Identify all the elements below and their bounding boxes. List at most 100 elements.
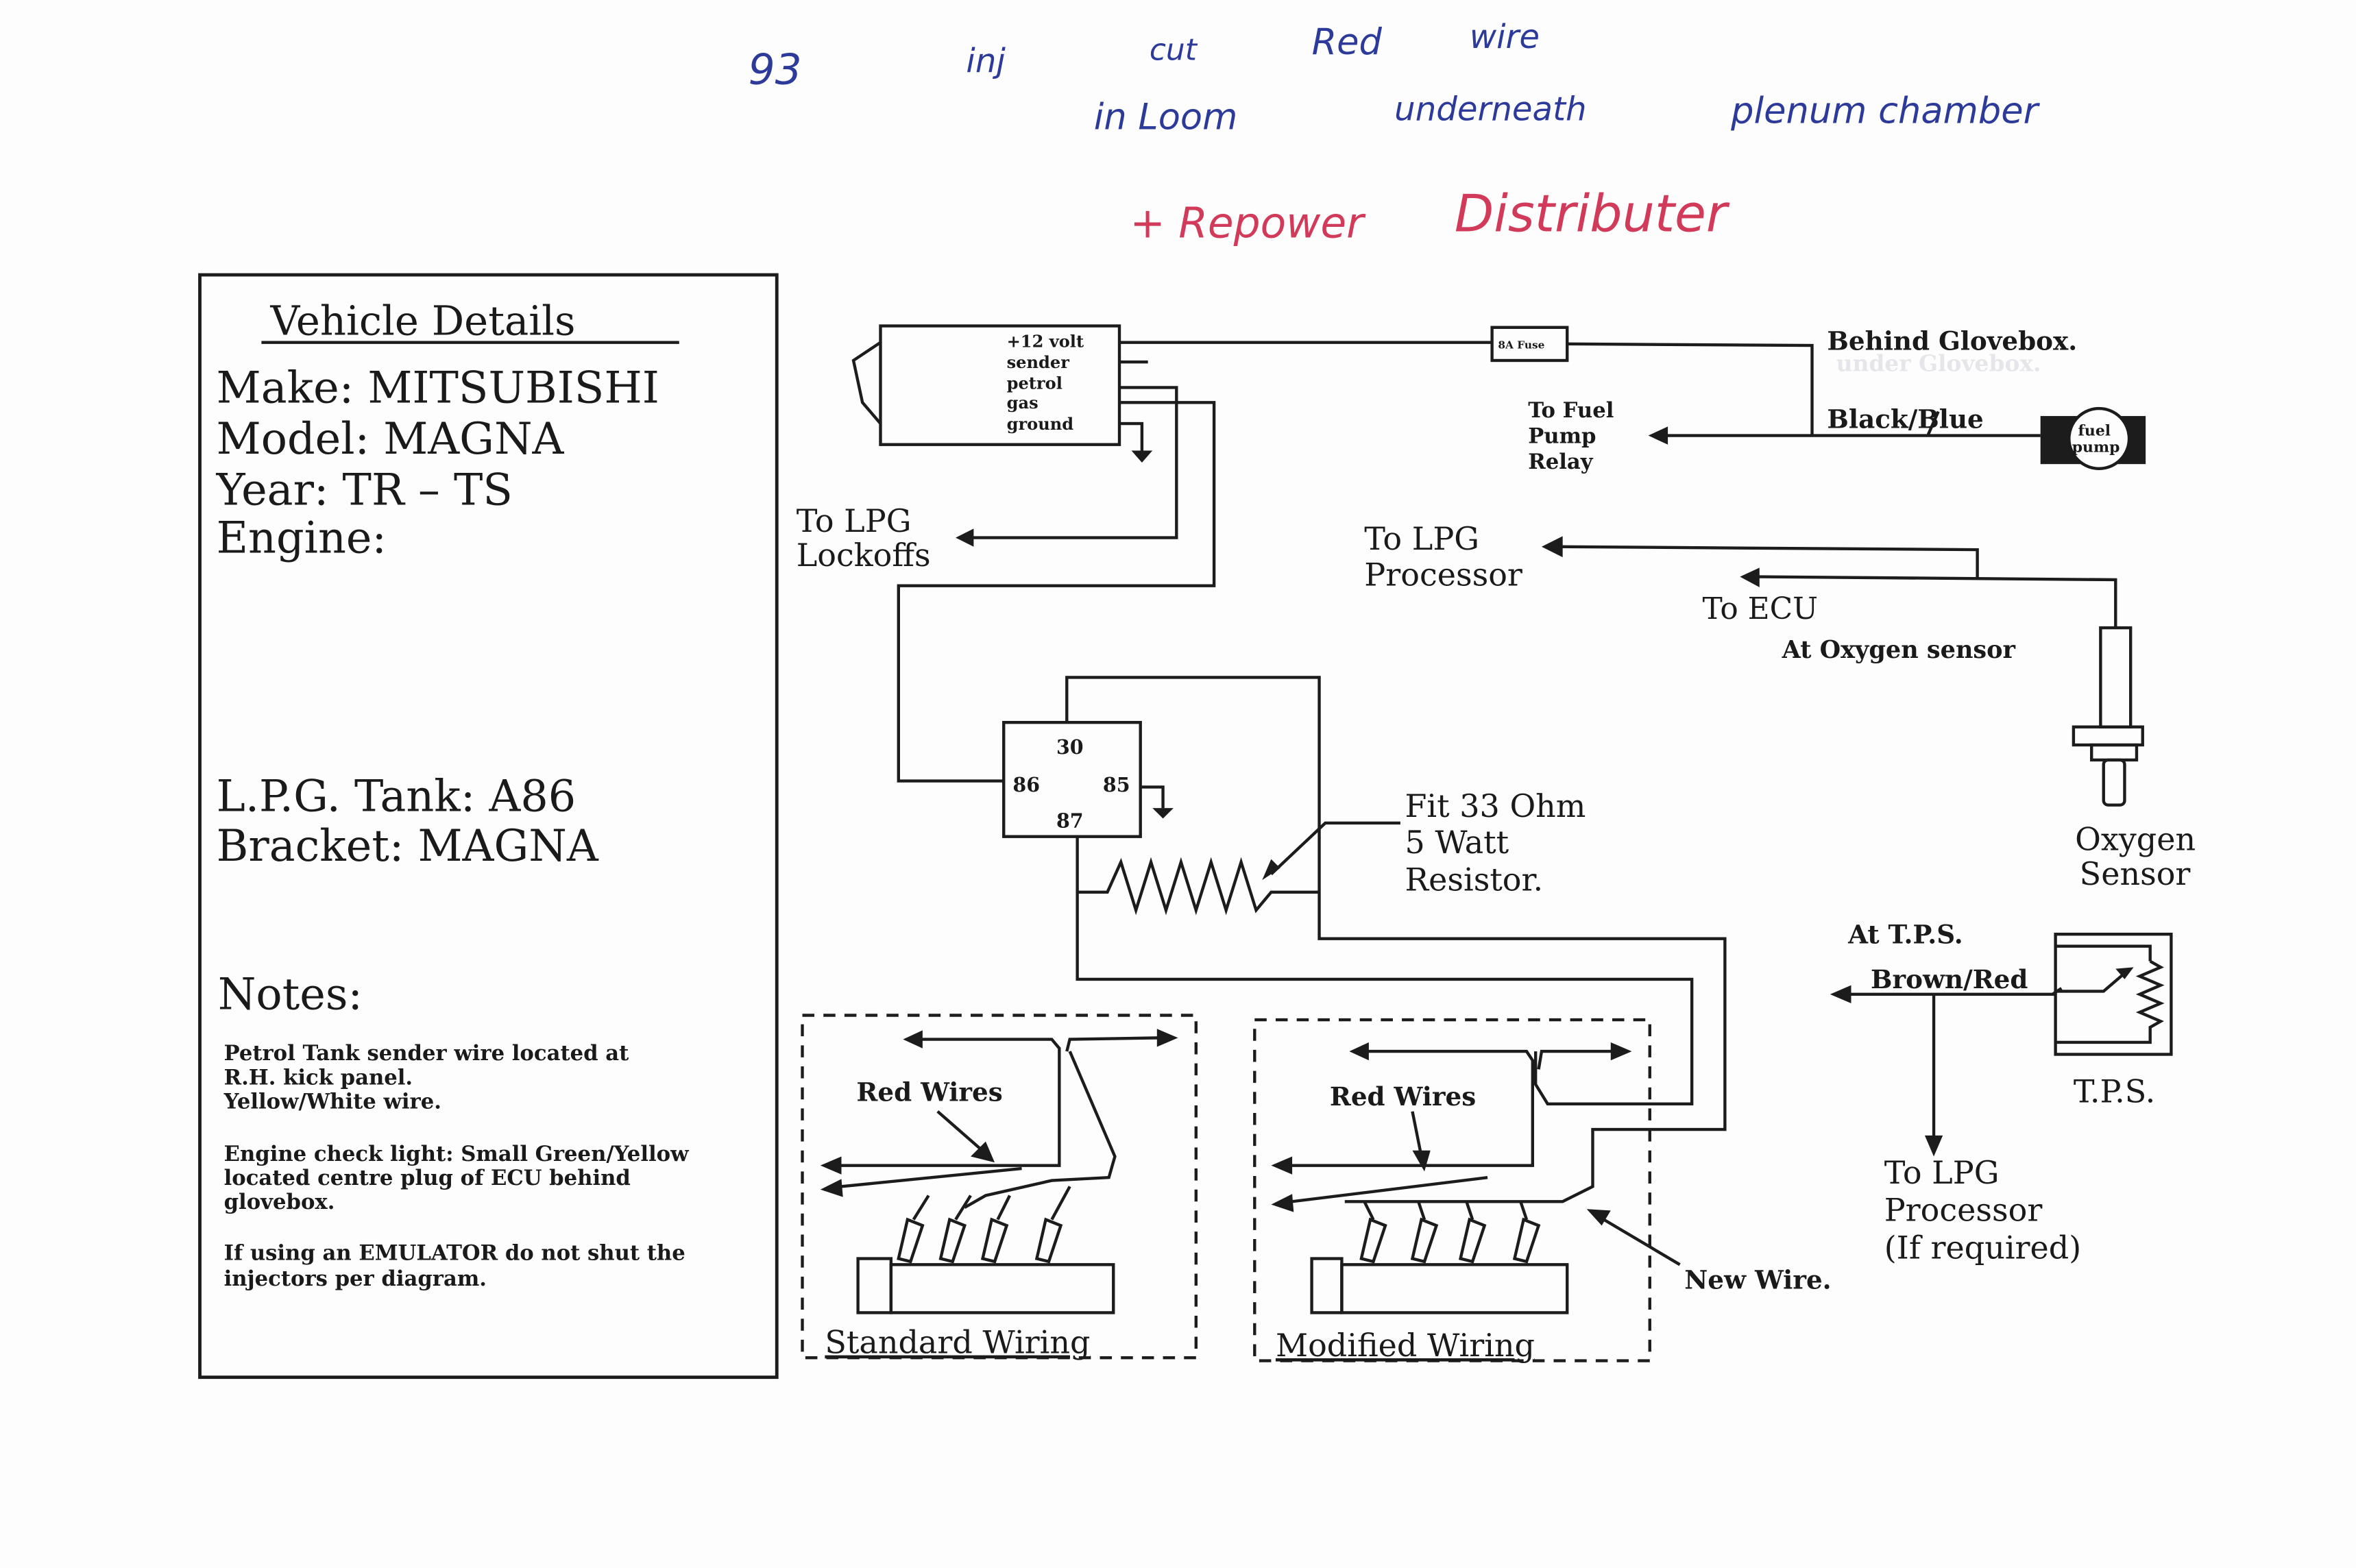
relay: 30 86 85 87 [1002, 676, 1727, 1203]
hand-note-red: Red [1312, 21, 1383, 63]
std-arrow-left-top [903, 1030, 923, 1049]
wire-relay-87-to-red-wires [1076, 836, 1694, 1105]
injector-icon [1512, 1217, 1541, 1264]
new-wire-pointer-head [1586, 1209, 1611, 1226]
note-2-line-3: glovebox. [224, 1190, 335, 1214]
mod-pointer [1411, 1111, 1423, 1157]
injector-icon [897, 1217, 925, 1264]
wire-petrol-to-lockoffs [969, 386, 1178, 539]
std-pointer-head [971, 1141, 995, 1163]
injector-icon [1034, 1217, 1063, 1264]
wire-o2-to-ecu [1758, 575, 2117, 628]
fuse-circuit: 8A Fuse under Glovebox. Behind Glovebox.… [1490, 326, 2146, 474]
relay-85-ground-wire [1140, 785, 1165, 809]
hand-note-distributer: Distributer [1455, 184, 1730, 244]
mod-rail-end [1310, 1257, 1344, 1314]
mod-fuel-rail [1340, 1263, 1569, 1314]
hand-note-plenum: plenum chamber [1730, 90, 2040, 132]
arrow-tps-left [1830, 985, 1851, 1003]
lockoffs-label-2: Lockoffs [797, 537, 931, 574]
wire-o2-to-processor [1559, 545, 1979, 578]
std-pointer [936, 1110, 987, 1155]
resistor-label-2: 5 Watt [1405, 824, 1509, 861]
engine-field: Engine: [217, 513, 387, 563]
fuel-pump-circle [2067, 406, 2131, 470]
o2-sensor-thread [2090, 743, 2139, 762]
hand-note-repower: + Repower [1130, 199, 1366, 247]
modified-red-wires-label: Red Wires [1330, 1081, 1476, 1112]
model-field: Model: MAGNA [217, 413, 565, 464]
fuel-pump-relay-label-2: Pump [1528, 424, 1596, 449]
new-wire-label: New Wire. [1684, 1264, 1831, 1295]
note-1-line-2: R.H. kick panel. [224, 1065, 413, 1090]
black-blue-label: Black/Blue [1827, 404, 1983, 434]
tps-processor-label-1: To LPG [1884, 1154, 2000, 1191]
std-arrow-left-low [820, 1179, 843, 1197]
wire-relay-30-to-injectors [1065, 676, 1727, 1203]
o2-sensor-body [2099, 626, 2133, 728]
oxygen-sensor-label-2: Sensor [2080, 855, 2191, 892]
hand-note-inj: inj [966, 42, 1006, 80]
mod-red-wire-out [1537, 1049, 1614, 1070]
sender-unit: +12 volt sender petrol gas ground [851, 324, 1492, 783]
std-red-wire-2 [841, 1166, 1022, 1188]
fuel-pump-label-2: pump [2072, 439, 2120, 456]
hand-note-cut: cut [1150, 33, 1198, 68]
tps-wiper-arrow [2115, 967, 2134, 979]
standard-red-wires-label: Red Wires [856, 1077, 1002, 1107]
relay-box [1002, 720, 1142, 838]
sender-connector-plug [851, 341, 882, 425]
mod-red-wire-2 [1291, 1176, 1488, 1203]
details-title: Vehicle Details [270, 297, 576, 345]
at-tps-label: At T.P.S. [1847, 919, 1963, 949]
injector-lead [912, 1195, 930, 1221]
injector-lead [954, 1195, 972, 1221]
fuel-pump-label-1: fuel [2078, 422, 2111, 440]
note-1-line-3: Yellow/White wire. [223, 1089, 441, 1114]
injector-lead [1519, 1201, 1529, 1221]
hand-note-underneath: underneath [1394, 90, 1586, 128]
std-arrow-right [1156, 1029, 1178, 1047]
ground-icon [1131, 450, 1153, 463]
resistor-leader-arrow [1262, 859, 1280, 881]
oxygen-sensor-circuit: To LPG Processor To ECU At Oxygen sensor… [1364, 520, 2196, 892]
handwritten-notes: 93 inj cut Red wire in Loom underneath p… [749, 18, 2041, 247]
tps-housing [2054, 932, 2173, 1056]
mod-arrow-right [1610, 1042, 1632, 1061]
fuel-pump-relay-label-3: Relay [1528, 450, 1594, 474]
terminal-12v: +12 volt [1007, 331, 1084, 351]
note-1-line-1: Petrol Tank sender wire located at [224, 1041, 630, 1066]
std-injectors [897, 1186, 1071, 1264]
notes-list: Petrol Tank sender wire located at R.H. … [223, 1041, 690, 1291]
sender-box [879, 324, 1121, 446]
new-wire-pointer [1598, 1215, 1681, 1266]
std-loop-wire [964, 1051, 1117, 1209]
mod-arrow-left-low [1271, 1194, 1294, 1212]
terminal-gas: gas [1007, 393, 1039, 413]
mod-pointer-head [1412, 1150, 1431, 1172]
modified-wiring-title: Modified Wiring [1276, 1327, 1535, 1364]
oxygen-sensor-label-1: Oxygen [2075, 820, 2196, 857]
vehicle-details-panel: Vehicle Details Make: MITSUBISHI Model: … [198, 273, 779, 1380]
hand-note-in-loom: in Loom [1094, 96, 1238, 138]
lpg-processor-label-1: To LPG [1364, 520, 1479, 557]
std-red-wire-out [1065, 1036, 1161, 1052]
relay-ground-icon [1152, 808, 1174, 819]
resistor-leader [1270, 821, 1400, 876]
tps-circuit: At T.P.S. Brown/Red T.P.S. To LPG Proces… [1830, 919, 2173, 1266]
relay-pin-30: 30 [1056, 735, 1084, 759]
relay-pin-85: 85 [1103, 773, 1130, 796]
modified-wiring-inset: Red Wires Modified Wiring [1253, 1018, 1651, 1364]
make-field: Make: MITSUBISHI [217, 362, 659, 413]
arrow-to-ecu [1740, 567, 1760, 587]
wire-ground [1119, 421, 1144, 451]
standard-wiring-inset: Red Wires Standard Wiring [801, 1014, 1198, 1361]
o2-sensor-hex [2072, 725, 2144, 747]
black-blue-leader [1926, 411, 1940, 437]
lockoffs-label-1: To LPG [797, 502, 912, 539]
resistor-label-3: Resistor. [1405, 861, 1543, 898]
note-2-line-1: Engine check light: Small Green/Yellow [224, 1142, 690, 1166]
mod-arrow-left-mid [1271, 1156, 1293, 1175]
injector-lead [1050, 1186, 1071, 1221]
